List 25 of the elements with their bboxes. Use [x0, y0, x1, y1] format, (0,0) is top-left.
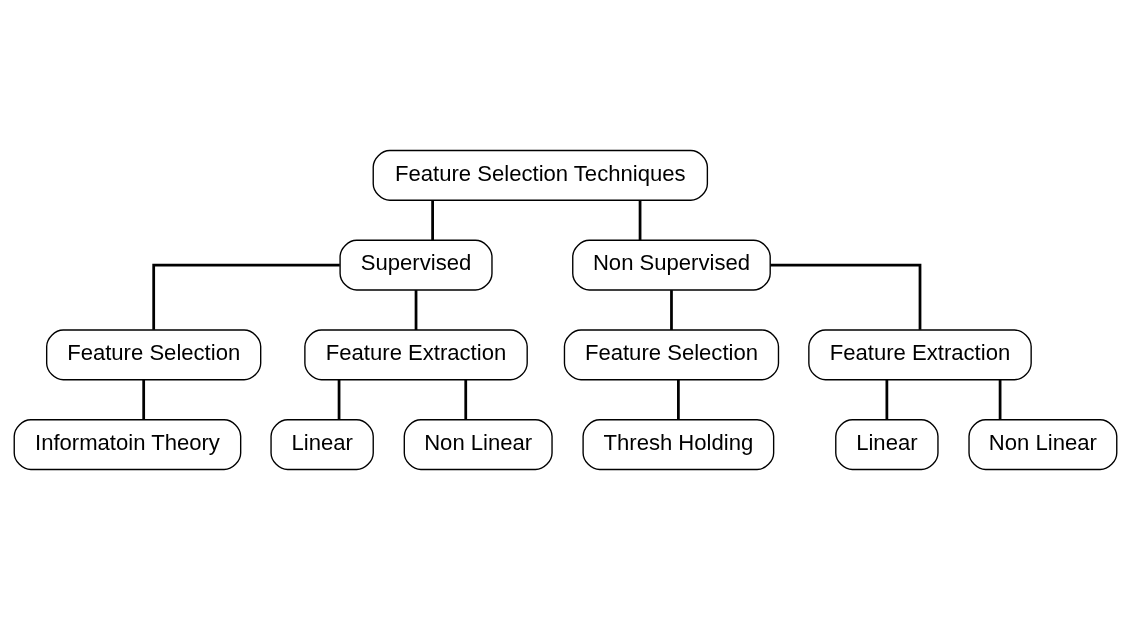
- node-box: Feature Selection: [46, 329, 262, 381]
- connector: [414, 290, 418, 330]
- connector: [337, 379, 341, 420]
- node-box: Feature Extraction: [304, 329, 528, 381]
- connector: [142, 379, 146, 420]
- connector: [638, 200, 642, 241]
- connector: [770, 263, 922, 330]
- connector: [431, 200, 434, 241]
- node-box: Feature Selection: [563, 329, 780, 381]
- connector: [885, 379, 889, 420]
- node-box: Feature Selection Techniques: [372, 149, 709, 201]
- node-box: Thresh Holding: [582, 419, 775, 471]
- node-box: Non Linear: [403, 419, 553, 471]
- node-box: Non Supervised: [572, 239, 771, 291]
- connector: [670, 290, 673, 330]
- node-box: Supervised: [339, 239, 493, 291]
- connector: [152, 263, 340, 330]
- node-box: Informatoin Theory: [13, 419, 242, 471]
- node-box: Feature Extraction: [808, 329, 1032, 381]
- connector: [464, 379, 468, 420]
- node-box: Linear: [270, 419, 374, 471]
- node-box: Linear: [835, 419, 939, 471]
- connector: [677, 379, 680, 420]
- node-box: Non Linear: [968, 419, 1118, 471]
- connector: [998, 379, 1002, 420]
